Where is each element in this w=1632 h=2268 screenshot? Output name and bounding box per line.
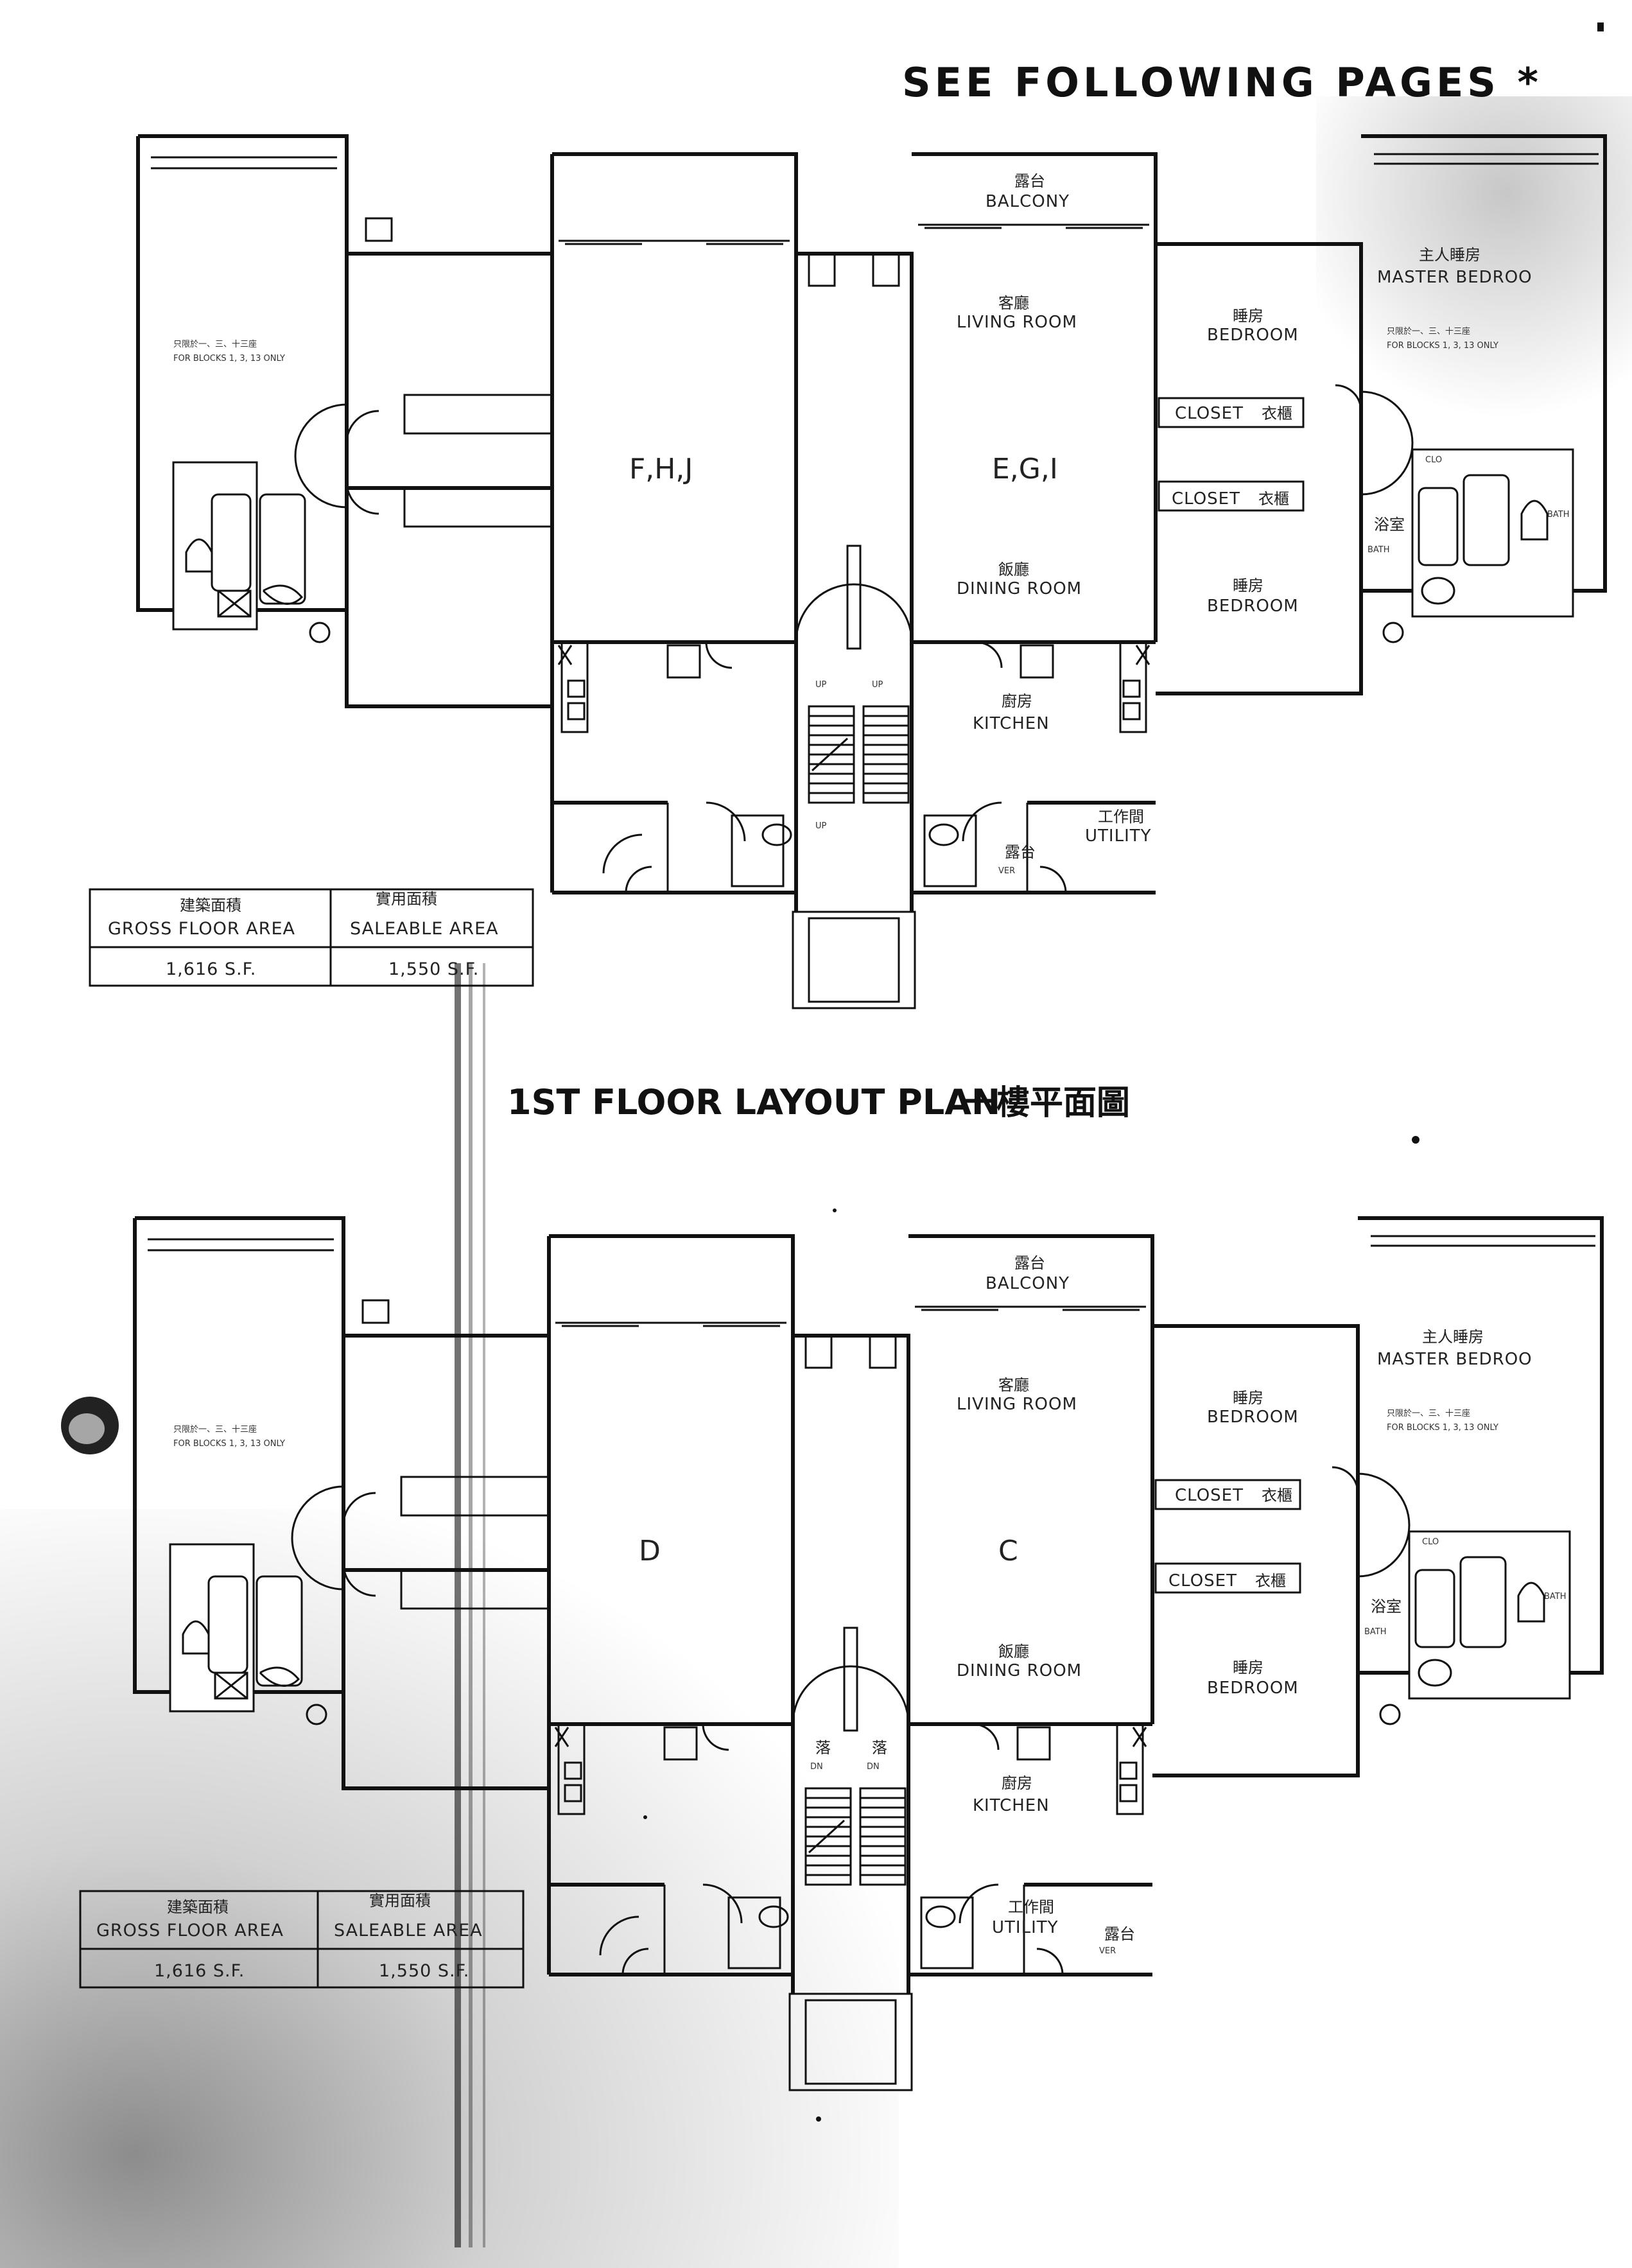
scan-streak [455, 963, 485, 2247]
ver-label-zh: 露台 [1005, 843, 1036, 861]
dining-room-label-zh: 飯廳 [998, 1643, 1029, 1661]
saleable-area-label: SALEABLE AREA [350, 919, 499, 939]
living-room-label: LIVING ROOM [957, 1395, 1077, 1414]
utility-label-zh: 工作間 [1008, 1898, 1054, 1916]
plan-title: 1ST FLOOR LAYOUT PLAN 一樓平面圖 [507, 1082, 1130, 1122]
bedroom-label: BEDROOM [1207, 1679, 1299, 1698]
gross-floor-area-value: 1,616 S.F. [166, 959, 256, 979]
dining-room-label: DINING ROOM [957, 579, 1082, 598]
saleable-area-label: SALEABLE AREA [334, 1921, 483, 1941]
gross-floor-area-label: GROSS FLOOR AREA [108, 919, 295, 939]
ver-label: VER [998, 866, 1015, 876]
clo-label: CLO [1425, 455, 1442, 465]
block-note-zh: 只限於一、三、十三座 [1387, 1408, 1470, 1418]
living-room-label: LIVING ROOM [957, 313, 1077, 332]
closet-label: CLOSET [1175, 1486, 1244, 1505]
plan-title-text: 1ST FLOOR LAYOUT PLAN [507, 1082, 1000, 1122]
area-table: 建築面積 GROSS FLOOR AREA 1,616 S.F. 實用面積 SA… [89, 888, 534, 987]
bedroom-label-zh: 睡房 [1233, 1389, 1263, 1407]
living-room-label-zh: 客廳 [998, 294, 1029, 312]
stair-down-label: DN [810, 1762, 823, 1772]
closet-label-zh: 衣櫃 [1262, 405, 1292, 423]
stair-up-label: UP [872, 680, 883, 690]
closet-label-zh: 衣櫃 [1262, 1487, 1292, 1505]
bedroom-label: BEDROOM [1207, 597, 1299, 616]
stair-down-label: DN [867, 1762, 880, 1772]
balcony-label-zh: 露台 [1014, 1254, 1045, 1272]
bath-label: BATH [1367, 545, 1390, 555]
saleable-area-label-zh: 實用面積 [376, 890, 437, 908]
block-note: FOR BLOCKS 1, 3, 13 ONLY [173, 354, 285, 363]
block-note-zh: 只限於一、三、十三座 [173, 1424, 257, 1435]
block-note-zh: 只限於一、三、十三座 [173, 339, 257, 349]
saleable-area-value: 1,550 S.F. [379, 1961, 469, 1981]
bedroom-label: BEDROOM [1207, 326, 1299, 345]
toner-smudge [1316, 96, 1632, 417]
block-note: FOR BLOCKS 1, 3, 13 ONLY [173, 1439, 285, 1449]
closet-label: CLOSET [1168, 1571, 1237, 1591]
master-bedroom-label: MASTER BEDROO [1377, 1350, 1532, 1369]
master-bedroom-label-zh: 主人睡房 [1422, 1328, 1484, 1346]
stair-down-label-zh: 落 [872, 1739, 887, 1757]
stair-up-label: UP [815, 680, 827, 690]
saleable-area-value: 1,550 S.F. [388, 959, 479, 979]
stair-down-label-zh: 落 [815, 1739, 831, 1757]
closet-label-zh: 衣櫃 [1255, 1572, 1286, 1590]
kitchen-label: KITCHEN [973, 714, 1050, 733]
utility-label: UTILITY [992, 1918, 1059, 1937]
dining-room-label-zh: 飯廳 [998, 561, 1029, 579]
master-bedroom-label-zh: 主人睡房 [1419, 246, 1480, 264]
bath-label: BATH [1544, 1592, 1567, 1601]
balcony-label: BALCONY [985, 1274, 1070, 1293]
ver-label-zh: 露台 [1104, 1925, 1135, 1943]
header-note: SEE FOLLOWING PAGES * [902, 59, 1542, 106]
plan-title-text-zh: 一樓平面圖 [963, 1084, 1130, 1122]
kitchen-label: KITCHEN [973, 1796, 1050, 1815]
bedroom-label-zh: 睡房 [1233, 1659, 1263, 1677]
kitchen-label-zh: 廚房 [1002, 1774, 1032, 1792]
closet-label: CLOSET [1175, 404, 1244, 423]
dining-room-label: DINING ROOM [957, 1661, 1082, 1680]
gross-floor-area-value: 1,616 S.F. [154, 1961, 245, 1981]
bath-label-zh: 浴室 [1371, 1598, 1402, 1616]
unit-label: F,H,J [629, 453, 693, 485]
ver-label: VER [1099, 1946, 1116, 1956]
toner-smudge [0, 1509, 899, 2268]
bath-label: BATH [1364, 1627, 1387, 1637]
block-note-zh: 只限於一、三、十三座 [1387, 326, 1470, 336]
balcony-label-zh: 露台 [1014, 172, 1045, 190]
scan-specks [643, 22, 1604, 2122]
master-bedroom-label: MASTER BEDROO [1377, 268, 1532, 287]
bedroom-label-zh: 睡房 [1233, 307, 1263, 325]
closet-label: CLOSET [1172, 489, 1240, 509]
area-table: 建築面積 GROSS FLOOR AREA 1,616 S.F. 實用面積 SA… [79, 1890, 525, 1989]
bedroom-label-zh: 睡房 [1233, 577, 1263, 595]
kitchen-label-zh: 廚房 [1002, 692, 1032, 710]
utility-label-zh: 工作間 [1098, 808, 1144, 826]
block-note: FOR BLOCKS 1, 3, 13 ONLY [1387, 341, 1498, 351]
unit-label: E,G,I [992, 453, 1058, 485]
stair-up-label: UP [815, 821, 827, 831]
closet-label-zh: 衣櫃 [1258, 490, 1289, 508]
balcony-label: BALCONY [985, 192, 1070, 211]
lower-floor-plan: D C 露台 BALCONY 客廳 LIVING ROOM 睡房 BEDROOM… [79, 1218, 1602, 2090]
bedroom-label: BEDROOM [1207, 1408, 1299, 1427]
block-note: FOR BLOCKS 1, 3, 13 ONLY [1387, 1423, 1498, 1433]
living-room-label-zh: 客廳 [998, 1376, 1029, 1394]
upper-floor-plan: F,H,J E,G,I 露台 BALCONY 客廳 LIVING ROOM 睡房… [89, 136, 1605, 1008]
unit-label: C [998, 1535, 1018, 1567]
clo-label: CLO [1422, 1537, 1439, 1547]
bath-label-zh: 浴室 [1374, 516, 1405, 534]
unit-label: D [639, 1535, 661, 1567]
bath-label: BATH [1547, 510, 1570, 519]
utility-label: UTILITY [1085, 826, 1152, 846]
gross-floor-area-label-zh: 建築面積 [167, 1898, 229, 1916]
gross-floor-area-label: GROSS FLOOR AREA [96, 1921, 284, 1941]
binder-hole-highlight [69, 1413, 105, 1444]
gross-floor-area-label-zh: 建築面積 [180, 896, 241, 914]
saleable-area-label-zh: 實用面積 [369, 1892, 431, 1910]
